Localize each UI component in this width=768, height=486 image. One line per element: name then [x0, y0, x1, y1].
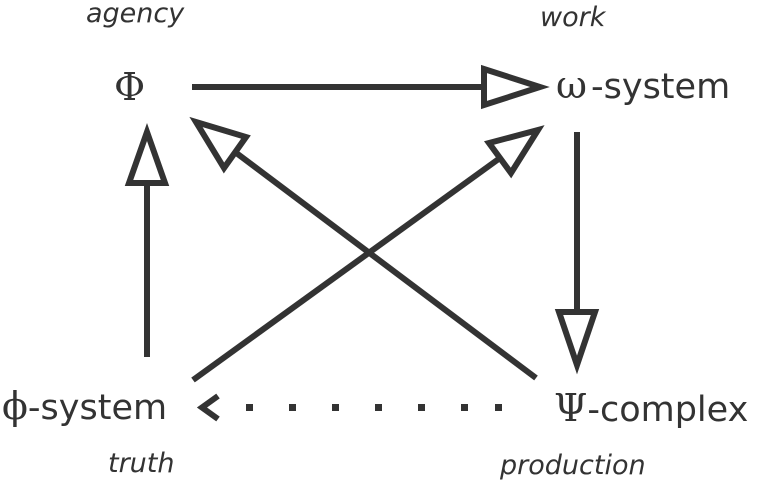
phi-upper-symbol: Φ: [114, 65, 146, 109]
node-psi-complex: Ψ-complex: [554, 389, 748, 428]
arrow-production-to-agency-head: [189, 116, 251, 174]
psi-symbol: Ψ: [554, 386, 588, 430]
arrow-truth-to-agency-head: [124, 122, 170, 186]
caption-truth: truth: [108, 448, 175, 479]
dotted-arrow-dot: [461, 404, 468, 411]
dotted-arrow-dot: [289, 404, 296, 411]
phi-lower-system-suffix: -system: [27, 388, 168, 428]
arrow-truth-to-work-shaft: [191, 155, 502, 383]
caption-agency: agency: [86, 0, 185, 29]
phi-lower-symbol: ϕ: [2, 384, 28, 428]
arrow-agency-to-work-head: [481, 64, 550, 110]
caption-production: production: [500, 450, 646, 481]
caption-work: work: [540, 2, 606, 33]
node-phi-lower-system: ϕ-system: [2, 387, 167, 426]
dotted-arrow-dot: [375, 404, 382, 411]
arrow-work-to-production-head: [554, 309, 600, 375]
dotted-arrow-dot: [246, 404, 253, 411]
dotted-arrow-production-to-truth: [196, 393, 502, 422]
arrow-truth-to-work-head: [483, 125, 545, 179]
psi-complex-suffix: -complex: [587, 390, 749, 430]
dotted-arrow-dot: [495, 404, 502, 411]
node-omega-system: ω-system: [556, 66, 730, 105]
node-phi-upper: Φ: [114, 68, 145, 107]
omega-symbol: ω: [556, 63, 587, 107]
arrow-production-to-agency-shaft: [233, 149, 538, 381]
dotted-arrow-head: [196, 393, 220, 422]
omega-system-suffix: -system: [591, 67, 731, 107]
dotted-arrow-dot: [418, 404, 425, 411]
dotted-arrow-dot: [332, 404, 339, 411]
